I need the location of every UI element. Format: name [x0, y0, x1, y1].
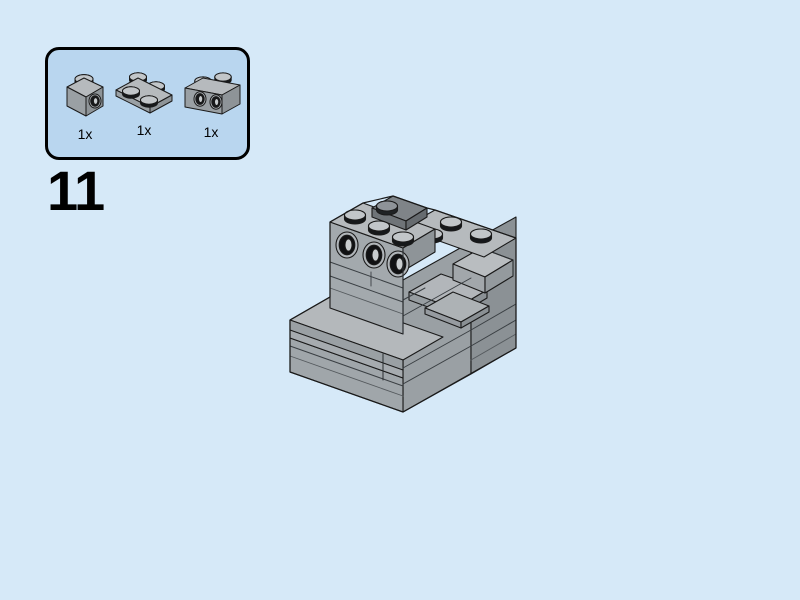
assembly-isometric-drawing: [289, 195, 517, 413]
plate-2x2-icon: [115, 72, 173, 114]
parts-callout-box: 1x: [45, 47, 250, 160]
step-number: 11: [47, 159, 105, 222]
part-quantity-label: 1x: [77, 126, 93, 142]
part-quantity-label: 1x: [203, 124, 219, 140]
part-slot-2: 1x: [108, 64, 180, 137]
brick-1x2-with-two-studs-on-side-icon: [184, 72, 241, 115]
part-quantity-label: 1x: [136, 122, 152, 138]
model-illustration: [275, 160, 535, 430]
part-slot-1: 1x: [56, 68, 114, 141]
brick-1x1-with-stud-on-side-icon: [66, 74, 104, 117]
part-slot-3: 1x: [174, 66, 248, 139]
